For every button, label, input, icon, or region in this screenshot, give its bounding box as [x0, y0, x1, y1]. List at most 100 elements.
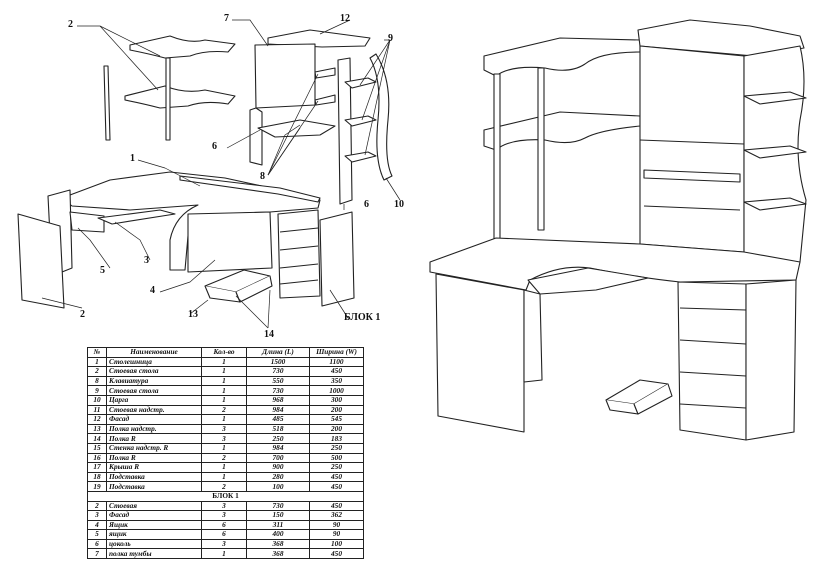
cell-qty: 1 [201, 366, 247, 377]
cell-length: 730 [246, 385, 310, 396]
cell-width: 300 [309, 394, 364, 406]
leader-lines [41, 19, 401, 329]
col-header-length: Длина (L) [246, 347, 310, 358]
cell-width: 1000 [309, 385, 364, 396]
cell-width: 1100 [309, 356, 364, 368]
callout-12: 12 [340, 13, 350, 24]
cell-number: 1 [87, 356, 107, 368]
cell-number: 15 [87, 442, 107, 454]
cell-length: 100 [246, 481, 310, 492]
exploded-view [17, 29, 393, 309]
callout-13: 13 [188, 309, 198, 320]
cell-width: 450 [309, 366, 364, 377]
callout-3: 3 [144, 255, 149, 266]
cell-name: Подставка [106, 471, 202, 483]
cell-length: 311 [246, 519, 310, 531]
cell-width: 450 [309, 548, 364, 560]
cell-qty: 1 [201, 356, 247, 368]
cell-width: 350 [309, 375, 364, 387]
cell-length: 730 [246, 500, 310, 512]
cell-name: Фасад [106, 414, 202, 425]
cell-number: 3 [87, 510, 107, 521]
cell-number: 4 [87, 519, 107, 531]
cell-length: 518 [246, 423, 310, 435]
cell-length: 368 [246, 548, 310, 560]
cell-width: 250 [309, 442, 364, 454]
cell-name: цоколь [106, 538, 202, 550]
cell-number: 6 [87, 538, 107, 550]
cell-length: 368 [246, 538, 310, 550]
cell-width: 450 [309, 471, 364, 483]
cell-qty: 1 [201, 414, 247, 425]
cell-width: 450 [309, 481, 364, 492]
cell-number: 16 [87, 452, 107, 464]
cell-length: 150 [246, 510, 310, 521]
cell-length: 485 [246, 414, 310, 425]
cell-name: Полка R [106, 433, 202, 444]
assembled-desk [429, 19, 807, 441]
cell-name: Стоевая надстр. [106, 404, 202, 416]
cell-name: Царга [106, 394, 202, 406]
cell-name: полка тумбы [106, 548, 202, 560]
cell-qty: 3 [201, 433, 247, 444]
cell-number: 13 [87, 423, 107, 435]
cell-number: 12 [87, 414, 107, 425]
cell-length: 400 [246, 529, 310, 540]
cell-width: 183 [309, 433, 364, 444]
cell-number: 17 [87, 462, 107, 473]
cell-length: 280 [246, 471, 310, 483]
callout-10: 10 [394, 199, 404, 210]
cell-length: 900 [246, 462, 310, 473]
cell-number: 18 [87, 471, 107, 483]
cell-qty: 2 [201, 404, 247, 416]
callout-2-bottom: 2 [80, 309, 85, 320]
table-body-section: БЛОК 1 [87, 490, 364, 502]
col-header-name: Наименование [106, 347, 202, 358]
cell-qty: 1 [201, 548, 247, 560]
cell-qty: 3 [201, 500, 247, 512]
cell-name: Стоевая стола [106, 366, 202, 377]
cell-qty: 1 [201, 462, 247, 473]
col-header-qty: Кол-во [201, 347, 247, 358]
cell-name: Стоевая стола [106, 385, 202, 396]
cell-qty: 1 [201, 394, 247, 406]
cell-name: Клавиатура [106, 375, 202, 387]
cell-width: 90 [309, 519, 364, 531]
cell-qty: 1 [201, 375, 247, 387]
cell-length: 968 [246, 394, 310, 406]
cell-length: 250 [246, 433, 310, 444]
cell-qty: 1 [201, 471, 247, 483]
col-header-width: Ширина (W) [309, 347, 364, 358]
cell-number: 10 [87, 394, 107, 406]
cell-name: Ящик [106, 519, 202, 531]
cell-length: 550 [246, 375, 310, 387]
cell-qty: 6 [201, 529, 247, 540]
cell-width: 362 [309, 510, 364, 521]
cell-qty: 1 [201, 442, 247, 454]
cell-number: 8 [87, 375, 107, 387]
cell-width: 90 [309, 529, 364, 540]
cell-width: 500 [309, 452, 364, 464]
cell-qty: 2 [201, 481, 247, 492]
callout-blok1: БЛОК 1 [344, 312, 381, 323]
cell-qty: 3 [201, 538, 247, 550]
cell-length: 700 [246, 452, 310, 464]
callout-9: 9 [388, 33, 393, 44]
cell-length: 984 [246, 404, 310, 416]
